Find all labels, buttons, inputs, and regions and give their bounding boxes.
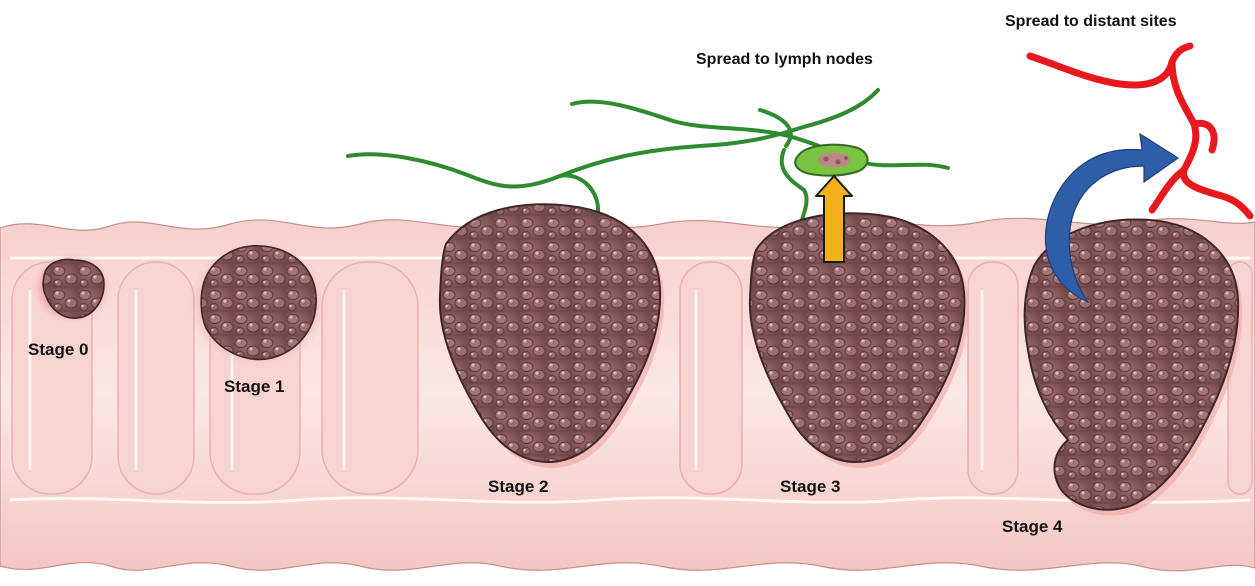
- tumor-stage-0: [32, 252, 112, 324]
- distant-spread-label: Spread to distant sites: [1005, 13, 1177, 30]
- lymph-spread-label: Spread to lymph nodes: [696, 51, 873, 68]
- stage-1-label: Stage 1: [224, 377, 284, 396]
- lymph-node: [795, 145, 867, 176]
- stage-4-label: Stage 4: [1002, 517, 1063, 536]
- stage-3-label: Stage 3: [780, 477, 840, 496]
- stage-0-label: Stage 0: [28, 340, 88, 359]
- tumor-stage-1: [188, 240, 328, 368]
- stage-2-label: Stage 2: [488, 477, 548, 496]
